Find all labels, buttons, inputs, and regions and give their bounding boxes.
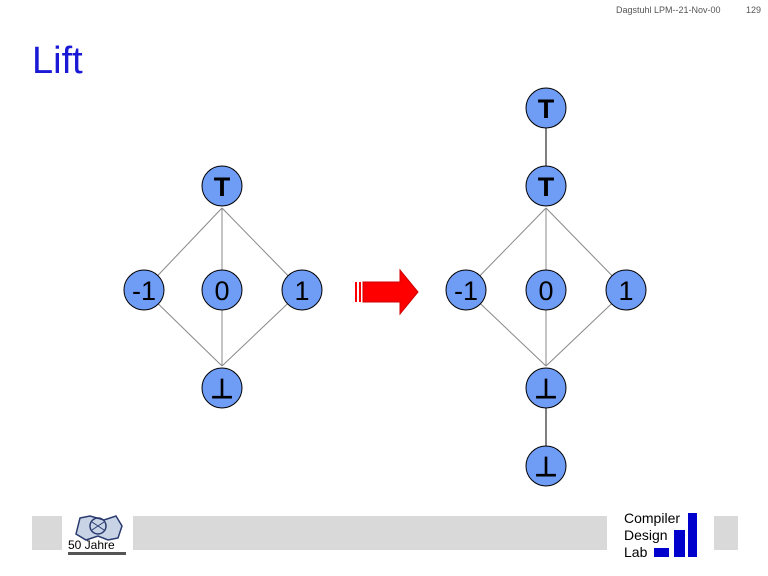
lab-bars-icon (654, 513, 697, 557)
jubilee-text: 50 Jahre (68, 538, 115, 552)
lab-logo-line-3: Lab (624, 544, 648, 560)
svg-text:-1: -1 (454, 276, 478, 306)
svg-text:⊥: ⊥ (210, 374, 234, 404)
page-number: 129 (746, 5, 762, 15)
right-node-new-top: T (525, 87, 567, 129)
footer-bar-left (32, 516, 62, 550)
seal-icon (68, 515, 126, 555)
slide-title: Lift (32, 40, 83, 82)
svg-text:1: 1 (618, 276, 633, 306)
svg-text:T: T (214, 172, 231, 202)
lab-logo-line-1: Compiler (624, 510, 681, 526)
svg-text:⊥: ⊥ (534, 374, 558, 404)
transform-arrow (355, 268, 419, 316)
svg-text:0: 0 (538, 276, 553, 306)
right-node-minus-one: -1 (445, 269, 487, 311)
left-node-bottom: ⊥ (201, 367, 243, 409)
svg-text:1: 1 (294, 276, 309, 306)
lab-logo-line-2: Design (624, 527, 668, 543)
compiler-design-lab-logo: Compiler Design Lab (622, 510, 702, 560)
left-node-one: 1 (281, 269, 323, 311)
footer-bar-middle (133, 516, 607, 550)
conference-label: Dagstuhl LPM--21-Nov-00 (616, 5, 721, 15)
footer-bar-right (714, 516, 738, 550)
svg-text:0: 0 (214, 276, 229, 306)
svg-text:T: T (538, 172, 555, 202)
left-node-zero: 0 (201, 269, 243, 311)
right-node-top: T (525, 165, 567, 207)
right-node-new-bottom: ⊥ (525, 445, 567, 487)
right-node-zero: 0 (525, 269, 567, 311)
left-node-minus-one: -1 (123, 269, 165, 311)
left-node-top: T (201, 165, 243, 207)
right-node-bottom: ⊥ (525, 367, 567, 409)
svg-text:T: T (538, 94, 555, 124)
right-lattice-nodes: T T -1 0 1 ⊥ ⊥ (445, 87, 647, 487)
svg-text:-1: -1 (132, 276, 156, 306)
jubilee-logo: 50 Jahre (64, 512, 130, 558)
left-lattice-nodes: T -1 0 1 ⊥ (123, 165, 323, 409)
right-node-one: 1 (605, 269, 647, 311)
svg-text:⊥: ⊥ (534, 452, 558, 482)
